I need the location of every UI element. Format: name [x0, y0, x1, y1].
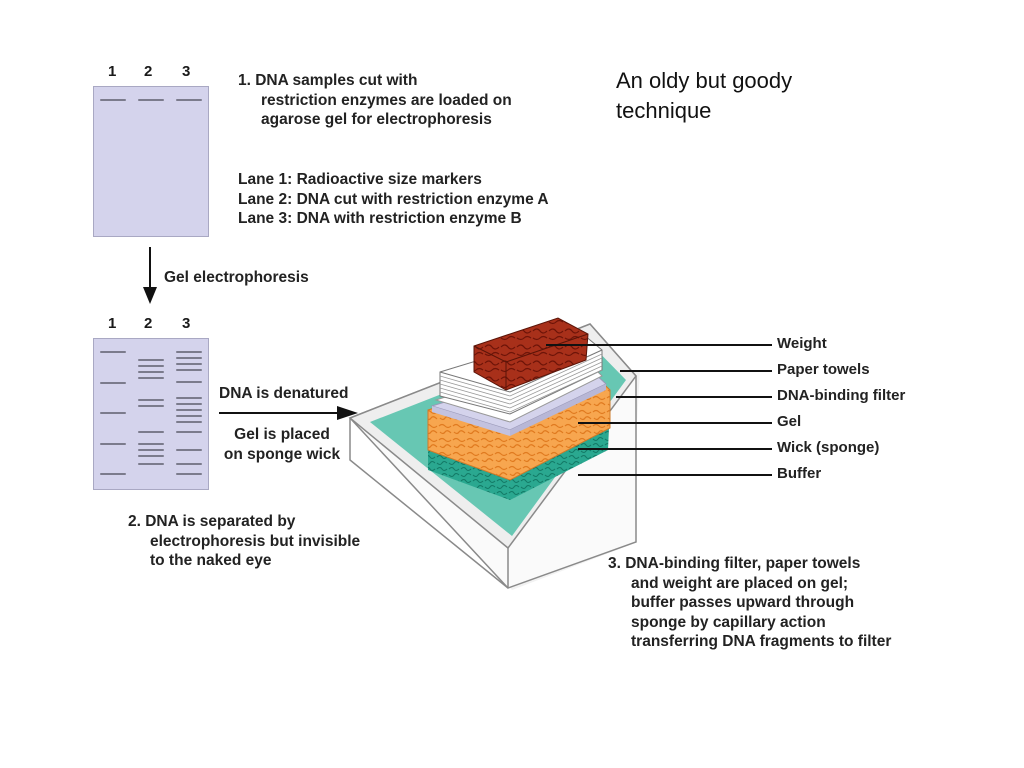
band	[176, 351, 202, 353]
band	[138, 455, 164, 457]
band	[176, 431, 202, 433]
top-gel-well-2	[138, 99, 164, 101]
gel-electrophoresis-label: Gel electrophoresis	[164, 269, 309, 286]
band	[138, 377, 164, 379]
label-wick: Wick (sponge)	[777, 439, 880, 456]
weight-leader-line	[546, 344, 772, 346]
band	[138, 449, 164, 451]
dna-denatured-label: DNA is denatured	[219, 385, 349, 402]
band	[176, 415, 202, 417]
step3-line-4: sponge by capillary action	[631, 613, 826, 631]
band	[100, 412, 126, 414]
band	[176, 449, 202, 451]
band	[176, 397, 202, 399]
bottom-lane-number-1: 1	[108, 315, 117, 332]
top-gel-lane-numbers: 1 2 3	[96, 63, 208, 83]
top-gel-well-3	[176, 99, 202, 101]
step1-line-1: 1. DNA samples cut with	[238, 72, 418, 89]
step1-text: 1. DNA samples cut with restriction enzy…	[238, 71, 598, 130]
bottom-gel-lane-numbers: 1 2 3	[96, 315, 208, 335]
band	[100, 351, 126, 353]
band	[176, 403, 202, 405]
band	[176, 473, 202, 475]
top-lane-number-2: 2	[144, 63, 153, 80]
top-gel	[93, 86, 209, 237]
top-lane-number-3: 3	[182, 63, 191, 80]
band	[138, 371, 164, 373]
step1-line-2: restriction enzymes are loaded on	[261, 91, 512, 109]
step1-line-3: agarose gel for electrophoresis	[261, 111, 492, 128]
slide-caption: An oldy but goody technique	[616, 66, 916, 126]
lane1-description: Lane 1: Radioactive size markers	[238, 171, 482, 188]
top-lane-number-1: 1	[108, 63, 117, 80]
label-dna-binding-filter: DNA-binding filter	[777, 387, 906, 404]
step3-line-3: buffer passes upward through	[631, 594, 855, 611]
right-arrow-icon	[219, 406, 358, 420]
band	[138, 405, 164, 407]
step2-line-2: electrophoresis but invisible	[150, 532, 361, 550]
bottom-lane-number-3: 3	[182, 315, 191, 332]
band	[138, 359, 164, 361]
label-weight: Weight	[777, 335, 827, 352]
gel-placed-line-2: on sponge wick	[223, 445, 341, 463]
band	[176, 421, 202, 423]
band	[176, 369, 202, 371]
band	[176, 409, 202, 411]
band	[138, 443, 164, 445]
band	[100, 382, 126, 384]
band	[138, 365, 164, 367]
label-paper-towels: Paper towels	[777, 361, 870, 378]
gel-leader-line	[578, 422, 772, 424]
step3-line-5: transferring DNA fragments to filter	[631, 633, 892, 650]
step2-text: 2. DNA is separated by electrophoresis b…	[128, 512, 428, 571]
band	[138, 431, 164, 433]
band	[100, 443, 126, 445]
down-arrow-icon	[143, 247, 157, 304]
band	[176, 357, 202, 359]
bottom-lane-number-2: 2	[144, 315, 153, 332]
band	[176, 381, 202, 383]
gel-placed-label: Gel is placed on sponge wick	[212, 425, 352, 464]
gel-placed-line-1: Gel is placed	[234, 426, 330, 443]
band	[176, 363, 202, 365]
filter-leader-line	[616, 396, 772, 398]
top-gel-well-1	[100, 99, 126, 101]
lane-descriptions: Lane 1: Radioactive size markers Lane 2:…	[238, 170, 618, 229]
step3-line-2: and weight are placed on gel;	[631, 574, 849, 592]
wick-leader-line	[578, 448, 772, 450]
step3-line-1: 3. DNA-binding filter, paper towels	[608, 555, 861, 572]
band	[138, 399, 164, 401]
step3-text: 3. DNA-binding filter, paper towels and …	[608, 554, 1008, 652]
lane2-description: Lane 2: DNA cut with restriction enzyme …	[238, 190, 549, 208]
blot-apparatus	[348, 317, 640, 590]
band	[100, 473, 126, 475]
label-gel: Gel	[777, 413, 802, 430]
label-buffer: Buffer	[777, 465, 822, 482]
towels-leader-line	[620, 370, 772, 372]
caption-line-2: technique	[616, 98, 712, 123]
step2-line-3: to the naked eye	[150, 552, 272, 569]
bottom-gel	[93, 338, 209, 490]
step2-line-1: 2. DNA is separated by	[128, 513, 296, 530]
buffer-leader-line	[578, 474, 772, 476]
lane3-description: Lane 3: DNA with restriction enzyme B	[238, 210, 522, 227]
band	[176, 463, 202, 465]
band	[138, 463, 164, 465]
caption-line-1: An oldy but goody	[616, 68, 793, 93]
